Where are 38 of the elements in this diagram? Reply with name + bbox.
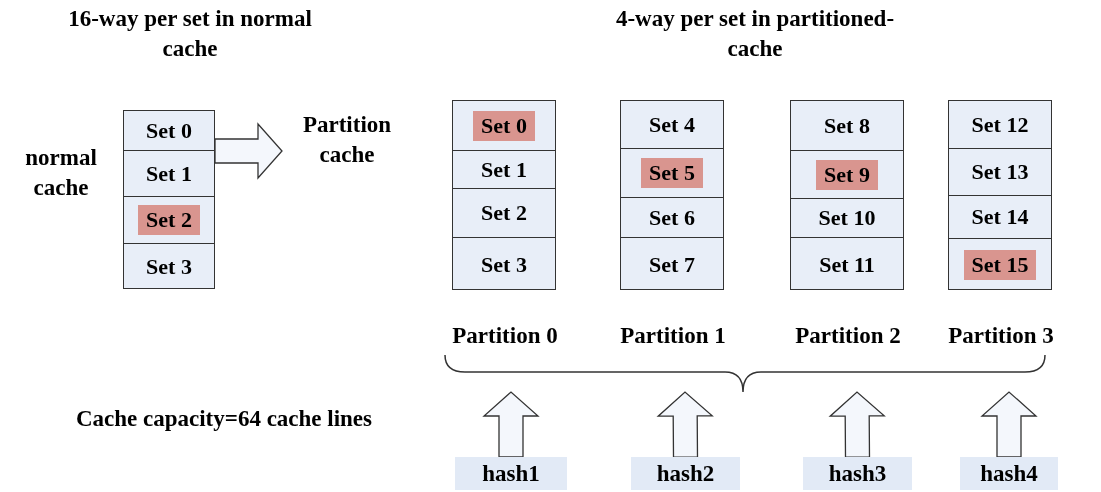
block-arrow (656, 391, 714, 458)
highlighted-set-label: Set 5 (641, 158, 703, 188)
hash-box: hash2 (631, 457, 740, 490)
hash-box: hash4 (960, 457, 1058, 490)
set-label: Set 12 (970, 110, 1030, 139)
partition-label: Partition 1 (619, 322, 727, 350)
highlighted-set-label: Set 2 (138, 205, 200, 235)
heading: 16-way per set in normal cache (67, 5, 313, 63)
partition-label: Partition 0 (451, 322, 559, 350)
hash-box: hash1 (455, 457, 567, 490)
highlighted-set-label: Set 0 (473, 110, 535, 141)
set-label: Set 6 (648, 203, 696, 232)
set-label: Set 11 (818, 250, 876, 279)
caption-text: Cache capacity=64 cache lines (74, 405, 374, 433)
set-label: Set 14 (970, 203, 1030, 231)
block-arrow (828, 391, 886, 458)
partition-label: Partition 3 (947, 322, 1055, 350)
set-label: Set 7 (648, 250, 696, 279)
hash-box: hash3 (803, 457, 912, 490)
highlighted-set-label: Set 9 (816, 159, 878, 190)
set-label: Set 13 (970, 158, 1030, 186)
text-label: Partition cache (282, 110, 412, 170)
set-label: Set 4 (648, 110, 696, 139)
set-label: Set 3 (480, 250, 528, 279)
side-label: normal cache (24, 144, 98, 202)
set-label: Set 3 (145, 253, 193, 281)
set-label: Set 2 (480, 199, 528, 227)
set-label: Set 8 (823, 111, 871, 140)
block-arrow (214, 122, 283, 180)
highlighted-set-label: Set 15 (963, 250, 1037, 280)
set-label: Set 10 (817, 204, 877, 232)
set-label: Set 0 (145, 116, 193, 145)
set-label: Set 1 (480, 155, 528, 184)
block-arrow (980, 391, 1038, 458)
set-label: Set 1 (145, 159, 193, 188)
partition-label: Partition 2 (794, 322, 902, 350)
block-arrow (482, 391, 540, 458)
heading: 4-way per set in partitioned-cache (614, 5, 896, 63)
